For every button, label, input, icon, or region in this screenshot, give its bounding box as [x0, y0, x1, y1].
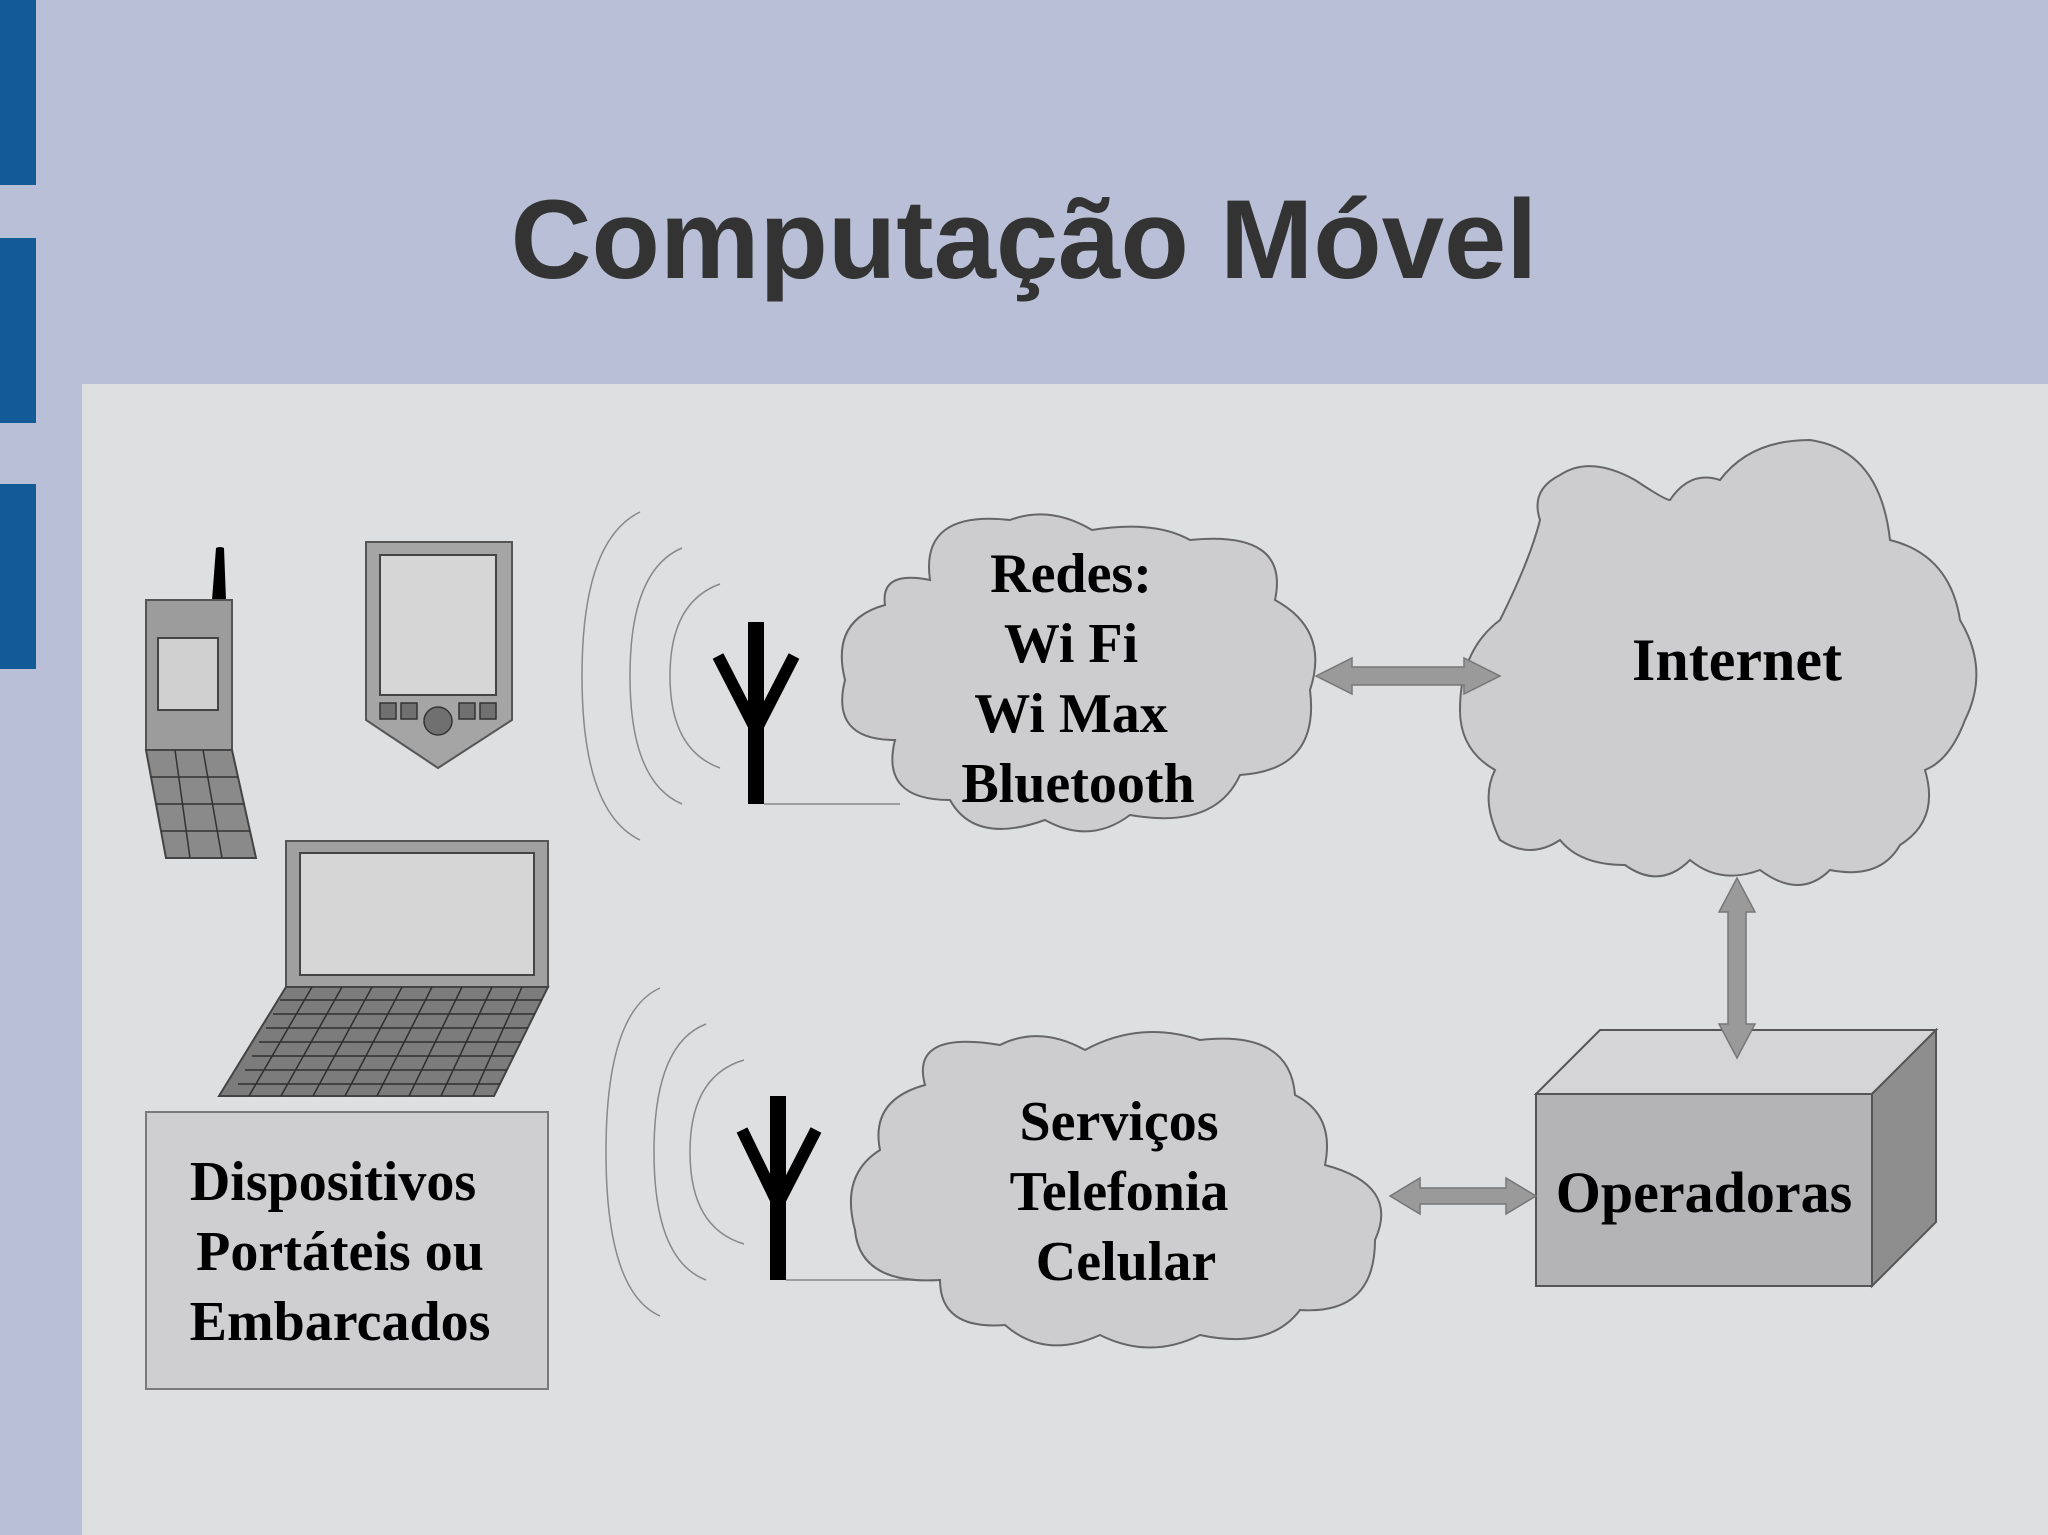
arrow-wireless-internet: [1314, 656, 1502, 696]
operators-box: [1533, 1027, 1939, 1289]
signal-waves-lower: [605, 987, 745, 1317]
operators-label: Operadoras: [1556, 1160, 1852, 1225]
wireless-label-line-2: Wi Fi: [1004, 613, 1138, 675]
signal-waves-upper: [581, 511, 721, 841]
cellular-services-label: Serviços Telefonia Celular: [1010, 1091, 1243, 1293]
devices-label-line-1: Dispositivos: [190, 1151, 476, 1213]
mobile-phone-icon: [144, 547, 258, 859]
internet-cloud: [1458, 438, 1978, 886]
wireless-label-line-4: Bluetooth: [961, 753, 1194, 815]
devices-label-line-3: Embarcados: [190, 1291, 491, 1353]
antenna-icon-upper: [581, 511, 900, 841]
cellular-label-line-3: Celular: [1036, 1231, 1216, 1293]
accent-tab-1: [0, 0, 36, 185]
devices-label-line-2: Portáteis ou: [196, 1221, 484, 1283]
devices-label: Dispositivos Portáteis ou Embarcados: [190, 1151, 498, 1353]
slide-title: Computação Móvel: [510, 177, 1538, 302]
wireless-label-line-3: Wi Max: [974, 683, 1167, 745]
devices-box: [145, 1111, 549, 1390]
cellular-services-cloud: [849, 1031, 1383, 1349]
cellular-label-line-1: Serviços: [1019, 1091, 1218, 1153]
wireless-networks-label: Redes: Wi Fi Wi Max Bluetooth: [961, 543, 1194, 815]
wireless-networks-cloud: [840, 513, 1317, 833]
antenna-icon-lower: [605, 987, 940, 1317]
slide-header: [0, 0, 2048, 384]
pda-icon: [365, 541, 513, 770]
accent-tab-2: [0, 238, 36, 423]
laptop-icon: [217, 840, 550, 1097]
accent-tab-3: [0, 484, 36, 669]
arrow-internet-operators: [1717, 876, 1757, 1060]
internet-label: Internet: [1632, 627, 1842, 693]
wireless-label-line-1: Redes:: [990, 543, 1152, 605]
cellular-label-line-2: Telefonia: [1010, 1161, 1229, 1223]
arrow-cellular-operators: [1388, 1176, 1538, 1216]
